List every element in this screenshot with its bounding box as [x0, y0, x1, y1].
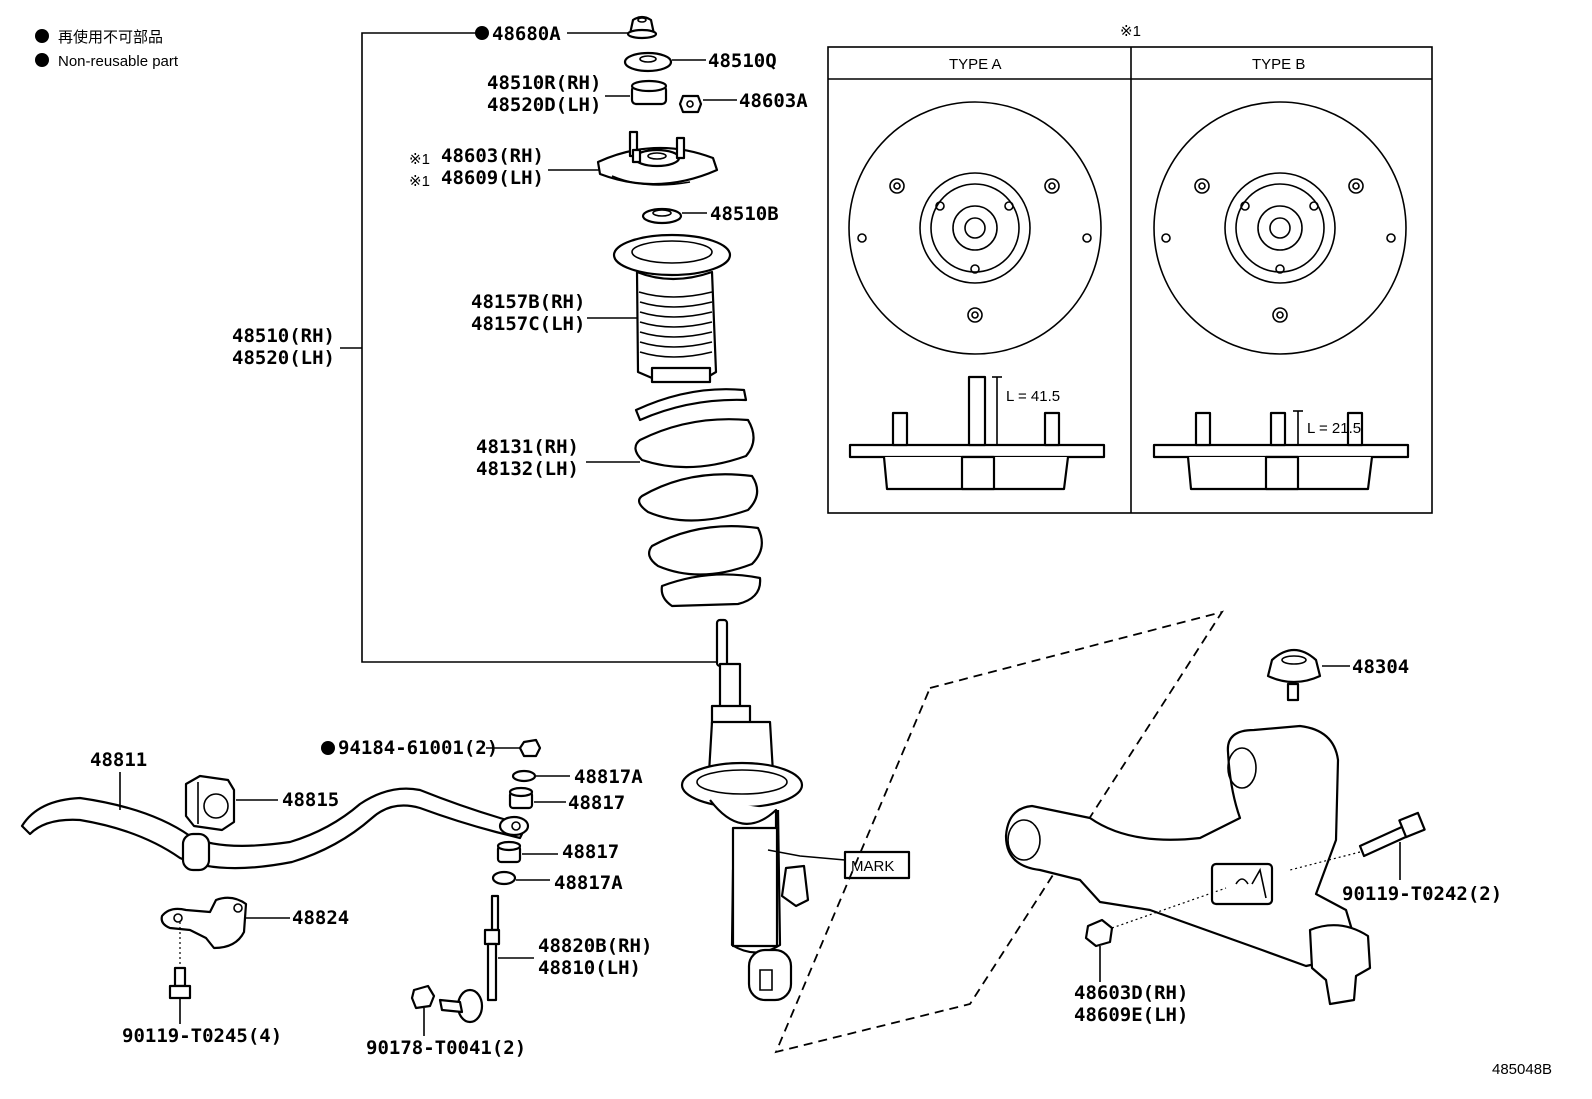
- part-90119-T0245-bolt[interactable]: [168, 966, 192, 1000]
- label-48817-upper[interactable]: 48817: [568, 792, 625, 814]
- part-48815-bushing[interactable]: [184, 774, 236, 832]
- part-48131-coil-spring[interactable]: [634, 388, 763, 608]
- part-48603-upper-support[interactable]: [596, 130, 719, 186]
- part-48680A[interactable]: [626, 15, 658, 40]
- figure-code: 485048B: [1492, 1061, 1552, 1078]
- part-48157-boot[interactable]: [612, 233, 732, 384]
- label-48131[interactable]: 48131(RH): [476, 436, 579, 458]
- part-48510B[interactable]: [641, 207, 683, 225]
- label-48510[interactable]: 48510(RH): [232, 325, 335, 347]
- label-48510R[interactable]: 48510R(RH): [487, 72, 601, 94]
- label-48520[interactable]: 48520(LH): [232, 347, 335, 369]
- label-48817A-lower[interactable]: 48817A: [554, 872, 623, 894]
- label-94184[interactable]: 94184-61001(2): [338, 737, 498, 759]
- label-48157B[interactable]: 48157B(RH): [471, 291, 585, 313]
- part-48817-upper[interactable]: [508, 786, 534, 810]
- part-94184-nut[interactable]: [518, 738, 542, 758]
- part-48824-bracket[interactable]: [160, 896, 248, 950]
- type-a-heading: TYPE A: [949, 56, 1002, 73]
- part-48603D-nut[interactable]: [1084, 918, 1114, 948]
- non-reusable-bullet-icon: [475, 26, 489, 40]
- part-90178-T0041-nut[interactable]: [410, 984, 436, 1010]
- part-48820B-stabilizer-link[interactable]: [438, 894, 501, 1024]
- type-b-length: L = 21.5: [1307, 420, 1361, 437]
- part-48304-bump-stopper[interactable]: [1266, 648, 1322, 702]
- label-48609E[interactable]: 48609E(LH): [1074, 1004, 1188, 1026]
- type-b-upper-support-plate: [1153, 101, 1407, 355]
- non-reusable-bullet-icon: [321, 741, 335, 755]
- label-90119-T0245[interactable]: 90119-T0245(4): [122, 1025, 282, 1047]
- label-90119-T0242[interactable]: 90119-T0242(2): [1342, 883, 1502, 905]
- label-48810[interactable]: 48810(LH): [538, 957, 641, 979]
- type-box-header: ※1: [1120, 23, 1141, 40]
- label-48157C[interactable]: 48157C(LH): [471, 313, 585, 335]
- type-comparison-box: ※1 TYPE A TYPE B: [827, 23, 1433, 514]
- label-48304[interactable]: 48304: [1352, 656, 1409, 678]
- type-b-heading: TYPE B: [1252, 56, 1305, 73]
- label-48609[interactable]: 48609(LH): [441, 167, 544, 189]
- part-48817A-lower[interactable]: [491, 870, 517, 886]
- type-b-side-view: [1152, 410, 1410, 491]
- guide-line: [1289, 851, 1361, 871]
- type-a-side-view: [848, 375, 1106, 491]
- label-48680A[interactable]: 48680A: [492, 23, 561, 45]
- part-48510Q[interactable]: [623, 51, 673, 73]
- label-mark[interactable]: MARK: [851, 858, 894, 875]
- legend-non-reusable-jp: 再使用不可部品: [58, 29, 163, 46]
- type-a-upper-support-plate: [848, 101, 1102, 355]
- upper-arm-dashed-box: [774, 610, 1225, 1054]
- part-48811-stabilizer-bar[interactable]: [20, 787, 530, 872]
- guide-line: [1111, 887, 1227, 929]
- label-48603A[interactable]: 48603A: [739, 90, 808, 112]
- label-48811[interactable]: 48811: [90, 749, 147, 771]
- label-48820B[interactable]: 48820B(RH): [538, 935, 652, 957]
- part-48817A-upper[interactable]: [511, 769, 537, 783]
- part-48817-lower[interactable]: [496, 840, 522, 864]
- label-48817-lower[interactable]: 48817: [562, 841, 619, 863]
- label-48520D[interactable]: 48520D(LH): [487, 94, 601, 116]
- type-a-length: L = 41.5: [1006, 388, 1060, 405]
- non-reusable-bullet-icon: [35, 29, 49, 43]
- legend-non-reusable-en: Non-reusable part: [58, 53, 179, 70]
- label-48815[interactable]: 48815: [282, 789, 339, 811]
- non-reusable-bullet-icon: [35, 53, 49, 67]
- label-48603[interactable]: 48603(RH): [441, 145, 544, 167]
- part-48510R-bushing[interactable]: [630, 79, 668, 106]
- part-shock-absorber[interactable]: [680, 618, 810, 1002]
- label-90178-T0041[interactable]: 90178-T0041(2): [366, 1037, 526, 1059]
- part-90119-T0242-bolt[interactable]: [1358, 811, 1426, 858]
- label-48817A-upper[interactable]: 48817A: [574, 766, 643, 788]
- label-48510Q[interactable]: 48510Q: [708, 50, 777, 72]
- note-marker: ※1: [409, 173, 430, 190]
- label-48510B[interactable]: 48510B: [710, 203, 779, 225]
- label-48132[interactable]: 48132(LH): [476, 458, 579, 480]
- part-upper-control-arm[interactable]: [1004, 724, 1372, 1006]
- note-marker: ※1: [409, 151, 430, 168]
- part-48603A[interactable]: [678, 94, 703, 114]
- legend: 再使用不可部品 Non-reusable part: [35, 29, 179, 70]
- type-box-frame: [827, 46, 1433, 514]
- label-48824[interactable]: 48824: [292, 907, 349, 929]
- leader: [767, 849, 846, 861]
- label-48603D[interactable]: 48603D(RH): [1074, 982, 1188, 1004]
